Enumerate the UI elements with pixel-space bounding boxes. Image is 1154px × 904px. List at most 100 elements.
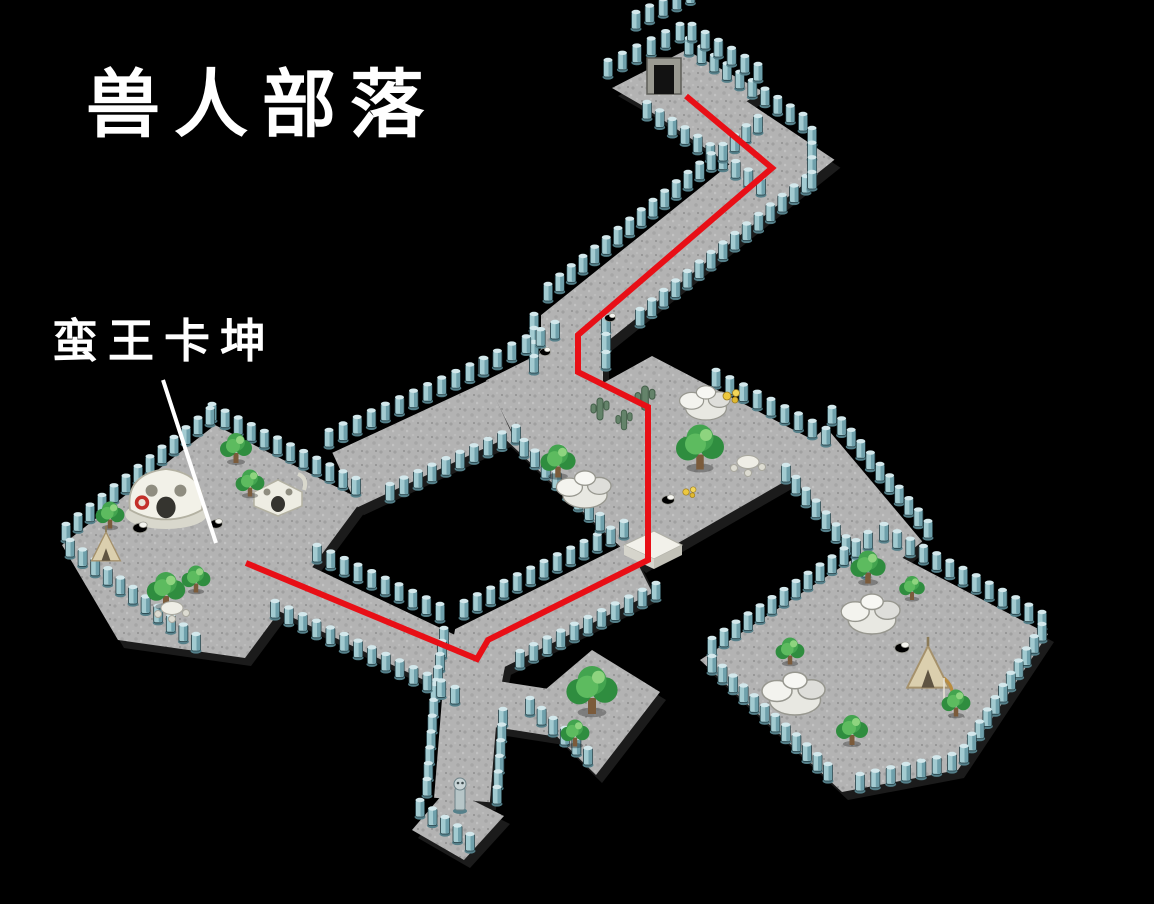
wall-pillar-icon	[623, 216, 636, 239]
wall-pillar-icon	[609, 600, 622, 624]
wall-pillar-icon	[463, 361, 476, 385]
boss-label: 蛮王卡坤	[52, 315, 276, 367]
wall-pillar-icon	[451, 822, 464, 846]
wall-pillar-icon	[891, 528, 904, 552]
wall-pillar-icon	[699, 29, 712, 53]
wall-pillar-icon	[518, 437, 530, 461]
wall-pillar-icon	[564, 545, 577, 568]
wall-pillar-icon	[336, 468, 349, 492]
wall-pillar-icon	[549, 319, 561, 343]
portal-icon	[646, 57, 682, 95]
wall-pillar-icon	[528, 447, 541, 471]
wall-pillar-icon	[514, 648, 526, 672]
wall-pillar-icon	[602, 57, 614, 81]
wall-pillar-icon	[693, 258, 706, 282]
wall-pillar-icon	[379, 651, 392, 674]
wall-pillar-icon	[769, 712, 782, 735]
wall-pillar-icon	[681, 268, 694, 292]
wall-pillar-icon	[412, 468, 424, 492]
wall-pillar-icon	[114, 574, 127, 598]
wall-pillar-icon	[838, 545, 850, 569]
wall-pillar-icon	[478, 355, 490, 379]
wall-pillar-icon	[439, 814, 451, 838]
wall-pillar-icon	[156, 444, 168, 467]
wall-pillar-icon	[820, 509, 832, 533]
wall-pillar-icon	[258, 428, 271, 451]
wall-pillar-icon	[352, 562, 364, 585]
wall-pillar-icon	[830, 521, 842, 545]
floor-platform-connector	[466, 677, 564, 737]
wall-pillar-icon	[471, 591, 484, 615]
route-path	[244, 93, 777, 663]
wall-pillar-icon	[365, 407, 378, 431]
wall-pillar-icon	[393, 581, 405, 605]
floor-south-corridor	[434, 542, 653, 803]
wall-pillar-icon	[650, 580, 662, 604]
wall-pillar-icon	[384, 481, 396, 505]
wall-pillar-icon	[792, 410, 805, 434]
wall-pillar-icon	[498, 578, 510, 602]
wall-pillar-icon	[883, 472, 896, 496]
wall-pillar-icon	[826, 404, 838, 428]
wall-pillar-icon	[407, 664, 420, 688]
wall-pillar-icon	[1009, 594, 1022, 618]
wall-pillar-icon	[434, 601, 446, 625]
wall-pillar-icon	[393, 394, 406, 418]
wall-pillar-icon	[491, 348, 504, 371]
wall-pillar-icon	[541, 634, 554, 658]
wall-pillar-icon	[421, 381, 434, 405]
wall-pillar-icon	[878, 521, 890, 545]
wall-pillar-icon	[468, 442, 480, 466]
wall-pillar-icon	[716, 663, 729, 686]
wall-pillar-icon	[324, 624, 337, 648]
wall-pillar-icon	[635, 206, 648, 230]
wall-pillar-icon	[120, 473, 132, 496]
wall-pillar-icon	[634, 306, 646, 330]
wall-pillar-icon	[996, 587, 1009, 611]
wall-pillar-icon	[338, 631, 351, 655]
wall-pillar-icon	[594, 511, 606, 535]
wall-pillar-icon	[684, 0, 697, 7]
wall-pillar-icon	[524, 695, 536, 719]
wall-pillar-icon	[177, 621, 190, 645]
wall-pillar-icon	[127, 584, 139, 608]
wall-pillar-icon	[822, 761, 834, 785]
wall-pillar-icon	[435, 677, 448, 701]
wall-pillar-icon	[591, 531, 604, 555]
wall-pillar-icon	[810, 497, 822, 521]
wall-pillar-icon	[730, 619, 742, 642]
wall-pillar-icon	[520, 333, 533, 357]
wall-pillar-icon	[705, 150, 718, 174]
wall-pillar-icon	[101, 565, 114, 589]
wall-pillar-icon	[524, 565, 537, 588]
wall-pillar-icon	[674, 21, 686, 45]
totem-icon	[452, 777, 468, 815]
wall-pillar-icon	[310, 455, 323, 478]
wall-pillar-icon	[740, 220, 753, 244]
wall-pillar-icon	[393, 657, 406, 681]
wall-pillar-icon	[943, 558, 956, 581]
wall-pillar-icon	[350, 475, 362, 499]
wall-pillar-icon	[778, 403, 791, 427]
wall-pillar-icon	[912, 506, 925, 530]
wall-pillar-icon	[538, 558, 550, 582]
wall-pillar-icon	[435, 374, 448, 398]
wall-pillar-icon	[717, 239, 729, 263]
wall-pillar-icon	[414, 797, 426, 821]
wall-pillar-icon	[449, 368, 462, 392]
wall-pillar-icon	[245, 421, 258, 445]
wall-pillar-icon	[482, 436, 494, 459]
wall-pillar-icon	[72, 511, 84, 535]
wall-pillar-icon	[600, 234, 613, 258]
wall-pillar-icon	[420, 594, 433, 618]
wall-pillar-icon	[693, 160, 706, 183]
wall-pillar-icon	[820, 425, 832, 449]
wall-pillar-icon	[297, 448, 310, 472]
wall-pillar-icon	[710, 367, 722, 391]
wall-pillar-icon	[904, 536, 917, 559]
wall-pillar-icon	[645, 296, 658, 320]
wall-pillar-icon	[670, 178, 683, 202]
wall-pillar-icon	[679, 124, 691, 148]
map-route-layer	[161, 93, 777, 663]
wall-pillar-icon	[778, 586, 790, 610]
